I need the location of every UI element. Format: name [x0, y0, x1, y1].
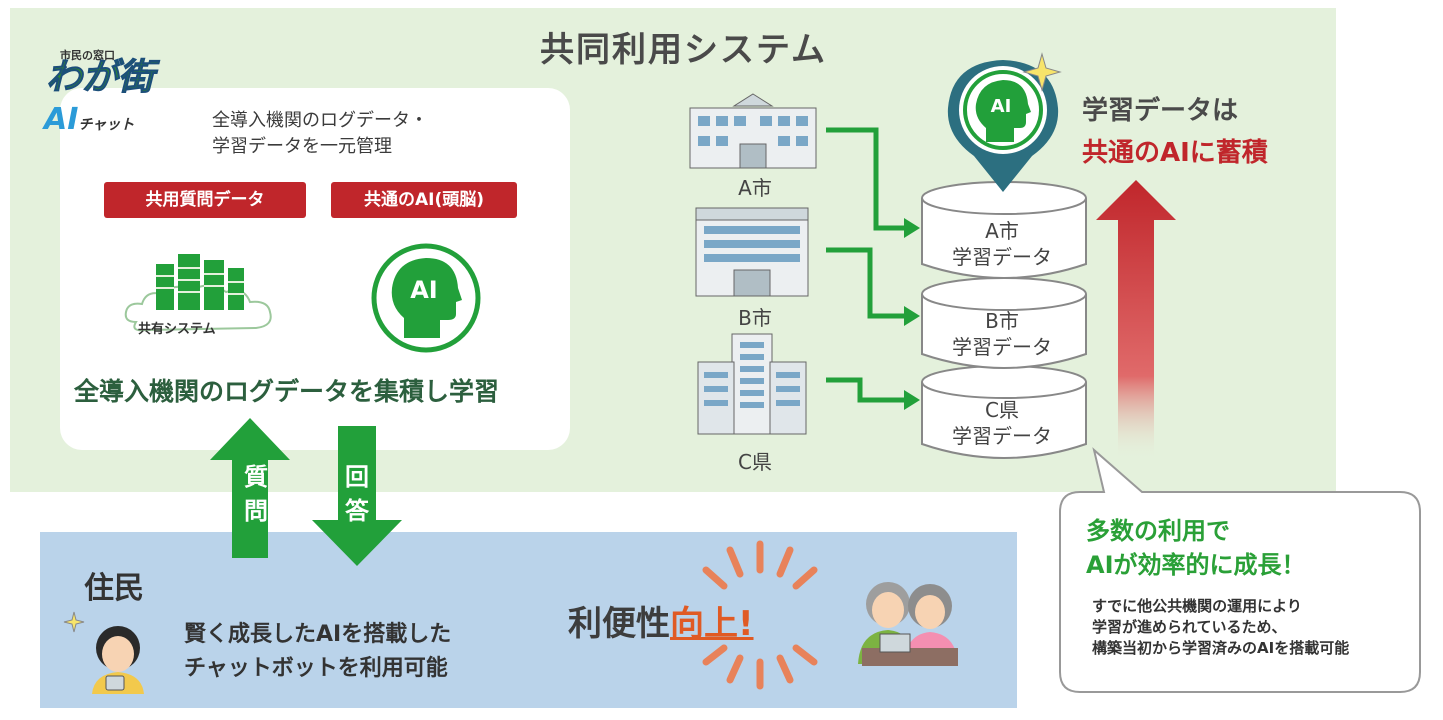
convenience-highlight: 向上! — [670, 604, 754, 644]
resident-text: 賢く成長したAIを搭載した チャットボットを利用可能 — [184, 618, 451, 686]
burst-lines-icon — [702, 540, 818, 690]
bubble-title-line2: AIが効率的に成長！ — [1086, 551, 1306, 579]
resident-title: 住民 — [84, 571, 144, 606]
answer-arrow — [312, 426, 402, 566]
question-label: 質問 — [244, 463, 268, 525]
sparkle-icon — [1022, 52, 1062, 92]
speech-bubble — [1059, 447, 1421, 693]
database-b — [921, 294, 1087, 369]
city-b-building-icon — [695, 207, 809, 297]
logo-chat: チャット — [78, 117, 135, 133]
connector-c — [826, 377, 904, 403]
ai-head-text: AI — [410, 276, 438, 304]
panel-note-line1: 全導入機関のログデータ・ — [212, 110, 428, 131]
panel-note: 全導入機関のログデータ・ 学習データを一元管理 — [212, 108, 428, 160]
shared-system-icon — [124, 254, 272, 332]
database-c-line1: C県 — [985, 398, 1019, 422]
logo-subtitle: 市民の窓口 — [60, 49, 115, 62]
bubble-title-line1: 多数の利用で — [1086, 517, 1230, 545]
database-stack-icon — [921, 181, 1087, 459]
database-b-line1: B市 — [985, 309, 1019, 333]
ai-head-icon: AI — [371, 243, 481, 353]
resident-area — [40, 532, 1017, 708]
convenience-prefix: 利便性 — [568, 604, 670, 644]
bubble-body-line2: 学習が進められているため、 — [1092, 618, 1287, 636]
bubble-title: 多数の利用で AIが効率的に成長！ — [1086, 514, 1306, 582]
growth-up-arrow — [1096, 180, 1176, 460]
logo-ai: AI — [44, 102, 79, 137]
database-b-label: B市 学習データ — [922, 308, 1082, 360]
database-b-line2: 学習データ — [952, 335, 1052, 359]
logo-ai-chat: AIチャット — [44, 103, 134, 142]
connector-c-head — [904, 390, 920, 410]
ai-note: 学習データは 共通のAIに蓄積 — [1082, 90, 1268, 174]
connector-b-head — [904, 306, 920, 326]
connector-arrows — [826, 127, 920, 410]
resident-text-line1: 賢く成長したAIを搭載した — [184, 622, 452, 647]
connector-b — [826, 247, 904, 319]
database-a-label: A市 学習データ — [922, 218, 1082, 270]
common-ai-tag: 共通のAI(頭脳) — [331, 182, 517, 218]
bubble-body-line1: すでに他公共機関の運用により — [1092, 597, 1302, 615]
database-c-label: C県 学習データ — [922, 397, 1082, 449]
city-c-label: C県 — [738, 450, 772, 474]
logo-title: わが街 — [45, 57, 155, 98]
bubble-body-line3: 構築当初から学習済みのAIを搭載可能 — [1092, 639, 1350, 657]
connector-a-head — [904, 218, 920, 238]
city-a-label: A市 — [738, 176, 772, 200]
convenience-text: 利便性向上! — [568, 596, 754, 645]
resident-person-icon — [63, 611, 144, 694]
database-a-line2: 学習データ — [952, 245, 1052, 269]
ai-note-line1: 学習データは — [1082, 96, 1239, 126]
ai-note-line2: 共通のAIに蓄積 — [1082, 138, 1268, 168]
database-c-line2: 学習データ — [952, 424, 1052, 448]
ai-pin-text: AI — [991, 96, 1012, 117]
resident-text-line2: チャットボットを利用可能 — [184, 656, 448, 681]
central-panel — [60, 88, 570, 450]
database-a-line1: A市 — [985, 219, 1019, 243]
database-a — [921, 198, 1087, 279]
ai-pin-icon: AI — [947, 52, 1062, 192]
shared-question-data-tag: 共用質問データ — [104, 182, 306, 218]
connector-a — [826, 127, 904, 231]
database-c — [921, 382, 1087, 459]
answer-label: 回答 — [345, 463, 369, 525]
panel-caption: 全導入機関のログデータを集積し学習 — [74, 377, 500, 406]
elderly-couple-icon — [858, 582, 958, 666]
city-a-building-icon — [689, 93, 817, 169]
system-title: 共同利用システム — [540, 30, 827, 70]
city-c-building-icon — [697, 333, 807, 435]
question-arrow — [210, 418, 290, 558]
city-b-label: B市 — [738, 306, 772, 330]
panel-note-line2: 学習データを一元管理 — [212, 136, 392, 157]
shared-system-label: 共有システム — [138, 322, 216, 337]
bubble-body: すでに他公共機関の運用により 学習が進められているため、 構築当初から学習済みの… — [1092, 596, 1349, 659]
